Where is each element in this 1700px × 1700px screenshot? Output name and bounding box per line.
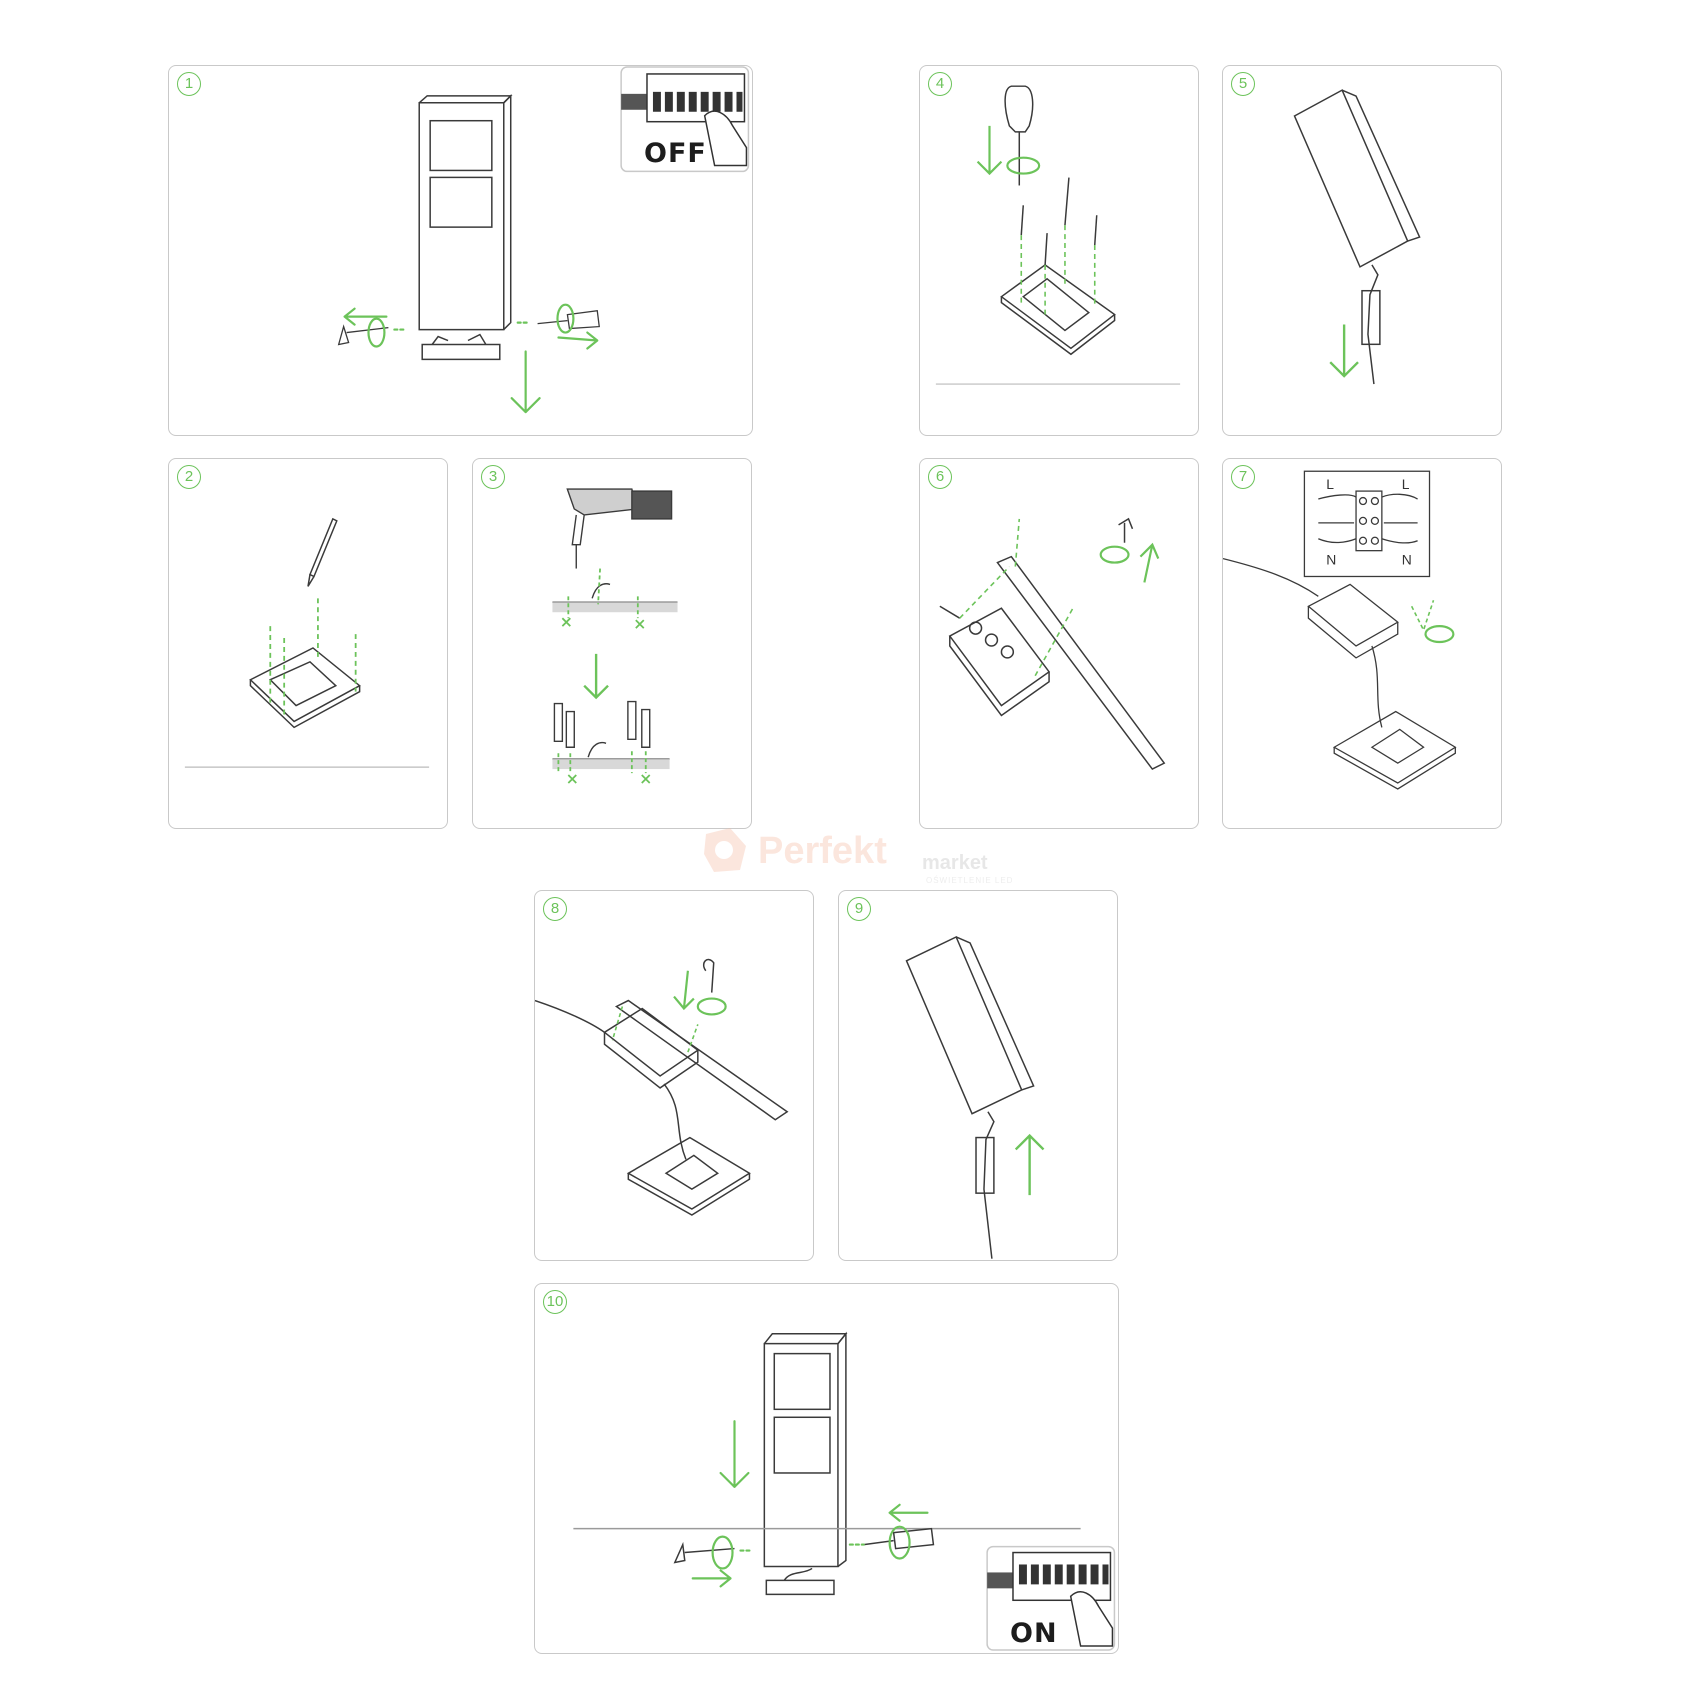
step-3-number: 3: [481, 465, 505, 489]
step-6-panel: 6: [919, 458, 1199, 829]
step-9-panel: 9: [838, 890, 1118, 1261]
step-4-illustration: [935, 85, 1181, 385]
step-7-panel: 7 L L N N: [1222, 458, 1502, 829]
watermark: Perfekt market OŚWIETLENIE LED: [700, 824, 1020, 894]
step-2-number: 2: [177, 465, 201, 489]
step-3-panel: 3: [472, 458, 752, 829]
wire-n-right: N: [1402, 552, 1412, 568]
step-4-number: 4: [928, 72, 952, 96]
step-8-panel: 8: [534, 890, 814, 1261]
step-9-number: 9: [847, 897, 871, 921]
step-7-illustration: L L N N: [1223, 470, 1457, 790]
step-5-illustration: [1293, 89, 1421, 385]
step-2-panel: 2: [168, 458, 448, 829]
step-10-panel: 10: [534, 1283, 1119, 1654]
switch-on-label: ON: [1010, 1618, 1058, 1649]
step-1-number: 1: [177, 72, 201, 96]
step-1-illustration: [337, 66, 750, 414]
step-5-number: 5: [1231, 72, 1255, 96]
step-1-panel: 1: [168, 65, 753, 436]
step-9-illustration: [905, 935, 1045, 1259]
wire-n-left: N: [1326, 552, 1336, 568]
wire-l-right: L: [1402, 476, 1410, 492]
wire-l-left: L: [1326, 476, 1334, 492]
step-8-number: 8: [543, 897, 567, 921]
step-10-number: 10: [543, 1290, 567, 1314]
step-4-panel: 4: [919, 65, 1199, 436]
step-6-illustration: [939, 517, 1166, 771]
watermark-sub: market: [922, 852, 988, 874]
step-7-number: 7: [1231, 465, 1255, 489]
step-6-number: 6: [928, 465, 952, 489]
step-8-illustration: [535, 958, 789, 1216]
watermark-brand: Perfekt: [758, 830, 887, 872]
switch-off-label: OFF: [644, 138, 707, 169]
watermark-logo-icon: [704, 828, 746, 872]
watermark-tagline: OŚWIETLENIE LED: [926, 876, 1014, 885]
step-10-illustration: [573, 1331, 1116, 1651]
step-5-panel: 5: [1222, 65, 1502, 436]
step-3-illustration: [552, 488, 678, 784]
step-2-illustration: [184, 517, 430, 768]
